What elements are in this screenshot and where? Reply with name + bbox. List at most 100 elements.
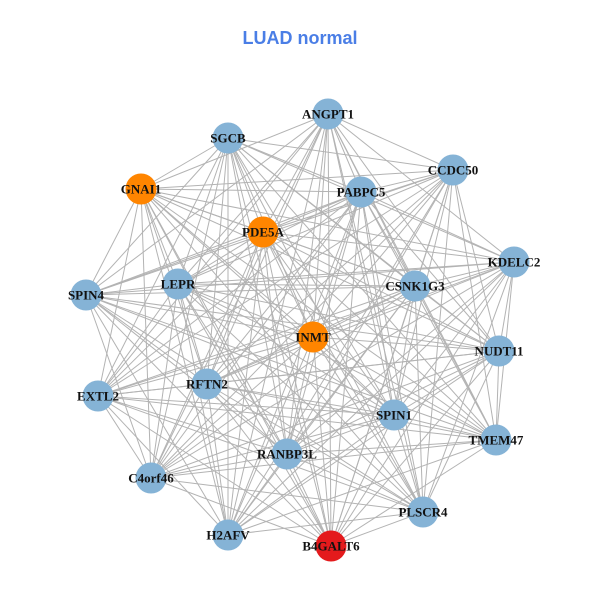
edge-lepr-inmt — [177, 283, 314, 338]
edge-pde5a-spin4 — [85, 231, 264, 296]
edge-ranbp3l-c4orf46 — [150, 453, 288, 479]
edge-spin4-spin1 — [85, 294, 395, 416]
node-circle — [297, 321, 329, 353]
edge-kdelc2-spin4 — [85, 261, 515, 296]
node-label: RFTN2 — [186, 377, 228, 392]
edge-lepr-csnk1g3 — [177, 283, 416, 287]
edge-sgcb-c4orf46 — [150, 137, 229, 479]
edge-spin1-h2afv — [227, 414, 395, 536]
edge-kdelc2-csnk1g3 — [414, 261, 515, 287]
edge-extl2-ranbp3l — [97, 395, 288, 455]
edge-kdelc2-spin1 — [393, 261, 515, 416]
node-circle — [247, 216, 279, 248]
node-csnk1g3: CSNK1G3 — [385, 270, 445, 302]
edge-spin4-c4orf46 — [85, 294, 152, 479]
edge-csnk1g3-tmem47 — [414, 285, 497, 441]
edge-pde5a-h2afv — [227, 231, 264, 536]
edge-rftn2-ranbp3l — [206, 383, 288, 455]
edge-pabpc5-spin4 — [85, 191, 362, 296]
node-angpt1: ANGPT1 — [302, 98, 354, 130]
edge-pabpc5-kdelc2 — [360, 191, 515, 263]
edge-tmem47-ranbp3l — [286, 439, 497, 455]
edge-rftn2-h2afv — [206, 383, 229, 536]
edge-sgcb-ccdc50 — [227, 137, 454, 171]
edge-inmt-extl2 — [97, 336, 314, 397]
node-label: RANBP3L — [257, 447, 317, 462]
edge-sgcb-b4galt6 — [227, 137, 332, 547]
edge-ccdc50-pabpc5 — [360, 169, 454, 193]
edge-ccdc50-gnai1 — [140, 169, 454, 190]
edge-angpt1-pde5a — [262, 113, 329, 233]
edge-extl2-c4orf46 — [97, 395, 152, 479]
edge-c4orf46-plscr4 — [150, 477, 424, 513]
edge-spin4-ranbp3l — [85, 294, 288, 455]
edge-ccdc50-tmem47 — [452, 169, 497, 441]
node-kdelc2: KDELC2 — [488, 246, 541, 278]
edge-ccdc50-ranbp3l — [286, 169, 454, 455]
edge-c4orf46-b4galt6 — [150, 477, 332, 547]
edge-spin1-plscr4 — [393, 414, 424, 513]
edge-sgcb-pde5a — [227, 137, 264, 233]
edge-inmt-rftn2 — [206, 336, 314, 385]
node-b4galt6: B4GALT6 — [302, 530, 360, 562]
edge-pde5a-rftn2 — [206, 231, 264, 385]
node-label: ANGPT1 — [302, 107, 354, 122]
edge-extl2-plscr4 — [97, 395, 424, 513]
edge-ccdc50-plscr4 — [422, 169, 454, 513]
edge-spin4-plscr4 — [85, 294, 424, 513]
node-ccdc50: CCDC50 — [428, 154, 479, 186]
node-lepr: LEPR — [161, 268, 196, 300]
node-pde5a: PDE5A — [242, 216, 285, 248]
node-gnai1: GNAI1 — [121, 173, 161, 205]
edge-lepr-nudt11 — [177, 283, 500, 352]
node-circle — [315, 530, 347, 562]
node-nudt11: NUDT11 — [474, 335, 524, 367]
node-circle — [312, 98, 344, 130]
node-circle — [212, 519, 244, 551]
edge-csnk1g3-spin1 — [393, 285, 416, 416]
edge-spin1-tmem47 — [393, 414, 497, 441]
edge-kdelc2-lepr — [177, 261, 515, 285]
node-label: CCDC50 — [428, 163, 479, 178]
edge-rftn2-c4orf46 — [150, 383, 208, 479]
node-circle — [378, 399, 410, 431]
edge-gnai1-nudt11 — [140, 188, 500, 352]
edge-angpt1-ccdc50 — [327, 113, 454, 171]
node-spin1: SPIN1 — [376, 399, 412, 431]
edge-plscr4-b4galt6 — [330, 511, 424, 547]
edge-spin1-b4galt6 — [330, 414, 395, 547]
node-circle — [483, 335, 515, 367]
node-label: KDELC2 — [488, 255, 541, 270]
node-c4orf46: C4orf46 — [128, 462, 174, 494]
edge-extl2-h2afv — [97, 395, 229, 536]
edge-inmt-nudt11 — [312, 336, 500, 352]
edge-csnk1g3-c4orf46 — [150, 285, 416, 479]
edge-sgcb-spin1 — [227, 137, 395, 416]
edge-spin1-c4orf46 — [150, 414, 395, 479]
edge-gnai1-pabpc5 — [140, 188, 362, 193]
node-h2afv: H2AFV — [206, 519, 250, 551]
edge-lepr-c4orf46 — [150, 283, 179, 479]
edge-kdelc2-rftn2 — [206, 261, 515, 385]
edge-sgcb-plscr4 — [227, 137, 424, 513]
edge-extl2-spin1 — [97, 395, 395, 416]
node-label: PDE5A — [242, 225, 285, 240]
node-label: GNAI1 — [121, 182, 161, 197]
edge-pde5a-csnk1g3 — [262, 231, 416, 287]
edge-ranbp3l-b4galt6 — [286, 453, 332, 547]
edge-rftn2-extl2 — [97, 383, 208, 397]
edge-tmem47-h2afv — [227, 439, 497, 536]
edge-gnai1-spin1 — [140, 188, 395, 416]
node-label: C4orf46 — [128, 471, 174, 486]
edge-spin4-rftn2 — [85, 294, 208, 385]
node-sgcb: SGCB — [210, 122, 246, 154]
node-circle — [125, 173, 157, 205]
node-label: H2AFV — [206, 528, 250, 543]
edge-lepr-extl2 — [97, 283, 179, 397]
edge-angpt1-kdelc2 — [327, 113, 515, 263]
node-circle — [191, 368, 223, 400]
node-label: INMT — [295, 330, 331, 345]
node-pabpc5: PABPC5 — [337, 176, 386, 208]
edge-pde5a-extl2 — [97, 231, 264, 397]
